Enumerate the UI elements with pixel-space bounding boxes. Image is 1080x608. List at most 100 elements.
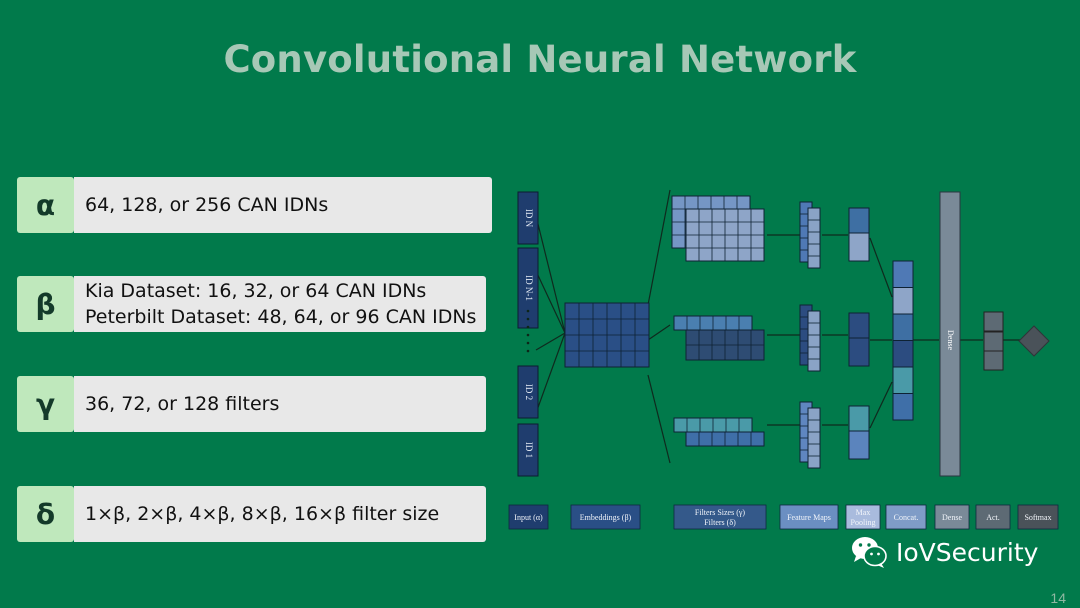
- legend-swatch: [934, 504, 970, 530]
- input-label: ID N-1: [524, 275, 534, 301]
- embedding-matrix: [564, 302, 650, 368]
- watermark-text: IoVSecurity: [896, 537, 1039, 567]
- legend-item: Filters Sizes (γ)Filters (δ): [673, 504, 767, 530]
- legend-label: Pooling: [851, 518, 876, 527]
- legend-swatch: [570, 504, 641, 530]
- param-symbol: γ: [17, 376, 74, 432]
- connector-line: [535, 215, 566, 334]
- ellipsis-dot: [526, 317, 530, 321]
- dense-bar: [939, 191, 961, 477]
- param-text: Kia Dataset: 16, 32, or 64 CAN IDNs: [85, 280, 427, 302]
- concatenation: [892, 260, 914, 421]
- concat-cell: [892, 366, 914, 394]
- legend-label: Filters (δ): [704, 518, 736, 527]
- concat-cell: [892, 393, 914, 421]
- legend-item: Input (α): [508, 504, 549, 530]
- param-text: Peterbilt Dataset: 48, 64, or 96 CAN IDN…: [85, 306, 477, 328]
- input-ellipsis: [526, 309, 530, 353]
- input-block: ID 2: [517, 365, 539, 419]
- legend-swatch: [975, 504, 1011, 530]
- param-delta: δ 1×β, 2×β, 4×β, 8×β, 16×β filter size: [17, 486, 486, 542]
- param-alpha: α 64, 128, or 256 CAN IDNs: [17, 177, 492, 233]
- concat-cell: [892, 287, 914, 315]
- input-block: ID N-1: [517, 247, 539, 329]
- input-block-rect: [517, 423, 539, 477]
- feature-map-front: [807, 310, 821, 372]
- filter-branches: [671, 195, 765, 447]
- page-number: 14: [1050, 590, 1066, 606]
- slide-title: Convolutional Neural Network: [223, 38, 857, 81]
- activation-cell: [983, 311, 1004, 332]
- max-pooling: [848, 207, 870, 460]
- diagram-legend: Input (α) Embeddings (β) Filters Sizes (γ)…: [508, 504, 1059, 530]
- legend-label: Softmax: [1024, 513, 1051, 522]
- pool-cell: [848, 232, 870, 262]
- legend-item: Feature Maps: [779, 504, 839, 530]
- legend-label: Act.: [986, 513, 1000, 522]
- concat-cell: [892, 313, 914, 341]
- param-text: 36, 72, or 128 filters: [85, 393, 280, 415]
- input-block-rect: [517, 365, 539, 419]
- input-label: ID 1: [524, 442, 534, 458]
- param-symbol: β: [17, 276, 74, 332]
- ellipsis-dot: [526, 333, 530, 337]
- connector-line: [869, 381, 893, 429]
- legend-label: Embeddings (β): [580, 513, 632, 522]
- ellipsis-dot: [526, 325, 530, 329]
- legend-label: Dense: [942, 513, 962, 522]
- pool-cell: [848, 207, 870, 234]
- connector-line: [535, 270, 566, 334]
- ellipsis-dot: [526, 349, 530, 353]
- dense-layer: Dense: [939, 191, 961, 477]
- pool-cell: [848, 312, 870, 339]
- connector-line: [535, 332, 566, 351]
- activation-cell: [983, 350, 1004, 371]
- legend-swatch: [1017, 504, 1059, 530]
- legend-item: Dense: [934, 504, 970, 530]
- activation-cell: [983, 331, 1004, 352]
- connector-line: [869, 237, 893, 298]
- concat-cell: [892, 340, 914, 368]
- softmax-icon: [1018, 325, 1050, 357]
- legend-swatch: [885, 504, 927, 530]
- input-block-rect: [517, 191, 539, 245]
- param-beta: β Kia Dataset: 16, 32, or 64 CAN IDNs Pe…: [17, 276, 486, 332]
- legend-swatch: [779, 504, 839, 530]
- input-label: ID N: [524, 209, 534, 228]
- dense-label: Dense: [946, 330, 955, 350]
- legend-label: Max: [856, 508, 871, 517]
- legend-label: Filters Sizes (γ): [695, 508, 746, 517]
- legend-swatch: [673, 504, 767, 530]
- legend-label: Input (α): [514, 513, 543, 522]
- param-text: 64, 128, or 256 CAN IDNs: [85, 194, 329, 216]
- feature-map-front: [807, 207, 821, 269]
- input-block: ID 1: [517, 423, 539, 477]
- connector-line: [647, 189, 671, 306]
- feature-maps: [799, 201, 821, 469]
- input-stack: ID N ID N-1 ID 2 ID 1: [517, 191, 539, 477]
- input-label: ID 2: [524, 384, 534, 400]
- param-description: 36, 72, or 128 filters: [74, 376, 486, 432]
- softmax-diamond: [1018, 325, 1050, 357]
- activation-layer: [983, 311, 1004, 371]
- pool-cell: [848, 430, 870, 460]
- legend-swatch: [845, 504, 881, 530]
- legend-label: Feature Maps: [787, 513, 831, 522]
- connection-lines: [535, 189, 1020, 464]
- feature-map-front: [807, 407, 821, 469]
- cnn-architecture-diagram: ID N ID N-1 ID 2 ID 1 Dense Input (α) Embedd…: [508, 189, 1059, 530]
- input-block: ID N: [517, 191, 539, 245]
- ellipsis-dot: [526, 341, 530, 345]
- connector-line: [647, 324, 671, 341]
- param-gamma: γ 36, 72, or 128 filters: [17, 376, 486, 432]
- pool-cell: [848, 337, 870, 367]
- legend-item: Softmax: [1017, 504, 1059, 530]
- legend-item: Act.: [975, 504, 1011, 530]
- param-description: 64, 128, or 256 CAN IDNs: [74, 177, 492, 233]
- param-description: Kia Dataset: 16, 32, or 64 CAN IDNs Pete…: [74, 276, 486, 332]
- connector-line: [647, 374, 671, 464]
- legend-swatch: [508, 504, 549, 530]
- concat-cell: [892, 260, 914, 288]
- param-symbol: α: [17, 177, 74, 233]
